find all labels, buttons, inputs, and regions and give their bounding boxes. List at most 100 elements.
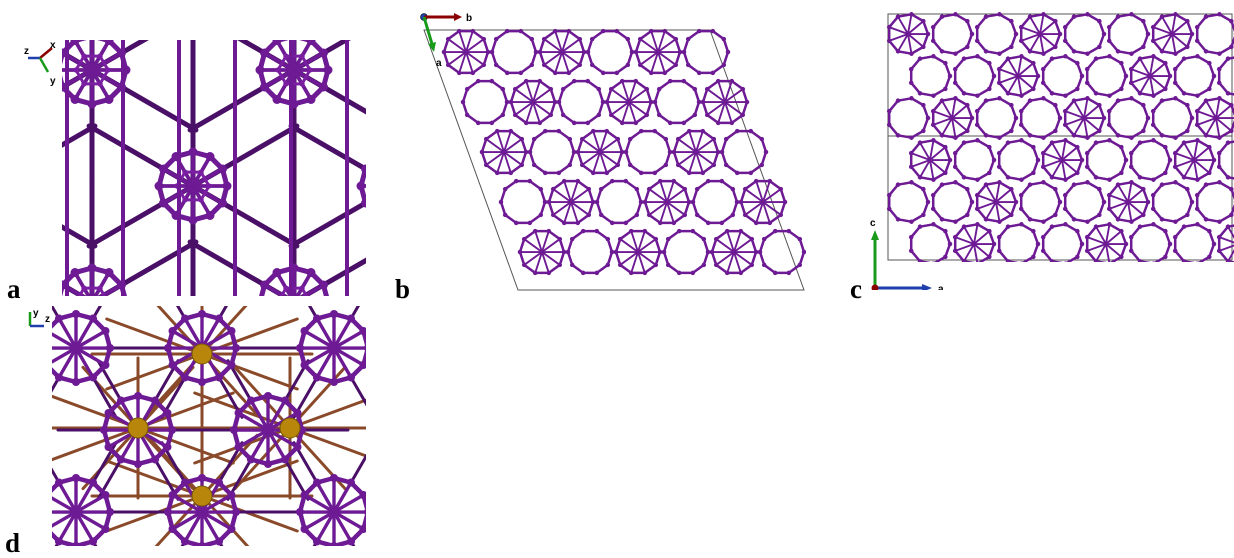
atom xyxy=(105,95,114,104)
atom xyxy=(1028,14,1033,19)
atom xyxy=(551,187,556,192)
atom xyxy=(1075,229,1080,234)
axis-label-x: x xyxy=(50,40,56,51)
atom xyxy=(532,137,537,142)
atom xyxy=(461,100,466,105)
atom xyxy=(909,51,914,56)
atom xyxy=(921,187,926,192)
atom xyxy=(975,39,980,44)
atom xyxy=(296,508,304,516)
atom xyxy=(1019,54,1024,59)
atom xyxy=(81,81,86,86)
atom xyxy=(1212,74,1217,79)
atom xyxy=(1075,61,1080,66)
atom xyxy=(330,310,338,318)
atom xyxy=(595,229,600,234)
atom xyxy=(672,179,677,184)
atom xyxy=(1129,151,1134,156)
atom xyxy=(1072,98,1077,103)
atom xyxy=(921,103,926,108)
atom xyxy=(1151,123,1156,128)
atom xyxy=(307,95,316,104)
atom xyxy=(1182,224,1187,229)
atom xyxy=(1116,98,1121,103)
atom xyxy=(1195,93,1200,98)
atom xyxy=(1102,200,1107,205)
atom xyxy=(1031,229,1036,234)
atom xyxy=(931,177,936,182)
atom xyxy=(524,121,529,126)
atom xyxy=(687,171,692,176)
atom xyxy=(533,229,538,234)
atom xyxy=(1075,255,1080,260)
atom xyxy=(553,71,558,76)
atom xyxy=(1031,171,1036,176)
atom xyxy=(997,235,1002,240)
atom xyxy=(1141,213,1146,218)
bond xyxy=(291,126,366,186)
atom xyxy=(522,237,527,242)
atom xyxy=(72,310,80,318)
atom xyxy=(1217,81,1222,86)
atom xyxy=(975,25,980,30)
atom xyxy=(1019,207,1024,212)
atom xyxy=(1097,103,1102,108)
atom xyxy=(1028,98,1033,103)
atom xyxy=(1160,217,1165,222)
atom xyxy=(1151,39,1156,44)
atom xyxy=(1207,255,1212,260)
atom xyxy=(1116,217,1121,222)
atom xyxy=(232,508,240,516)
atom xyxy=(1063,109,1068,114)
atom xyxy=(712,137,717,142)
atom xyxy=(1107,222,1112,227)
axis-label-y: y xyxy=(50,76,56,87)
atom xyxy=(330,474,338,482)
atom xyxy=(590,37,595,42)
atom xyxy=(653,129,658,134)
atom xyxy=(484,137,489,142)
atom xyxy=(206,183,211,188)
atom xyxy=(1129,12,1134,17)
atom xyxy=(561,113,566,118)
atom xyxy=(962,175,967,180)
atom xyxy=(55,373,63,381)
atom xyxy=(273,268,282,277)
atom xyxy=(518,250,523,255)
atom xyxy=(198,197,203,202)
atom xyxy=(1190,116,1195,121)
atom xyxy=(1028,133,1033,138)
atom xyxy=(931,109,936,114)
atom xyxy=(101,361,109,369)
atom xyxy=(581,271,586,276)
atom xyxy=(72,378,80,386)
panel-d-svg xyxy=(52,306,366,546)
atom xyxy=(691,271,696,276)
atom xyxy=(1058,32,1063,37)
atom xyxy=(1163,87,1168,92)
atom xyxy=(330,378,338,386)
atom xyxy=(1085,81,1090,86)
atom xyxy=(514,221,519,226)
atom xyxy=(750,237,755,242)
atom xyxy=(1204,98,1209,103)
atom xyxy=(984,14,989,19)
atom xyxy=(1141,103,1146,108)
atom xyxy=(522,263,527,268)
atom xyxy=(948,158,953,163)
atom xyxy=(1129,249,1134,254)
atom xyxy=(163,443,171,451)
atom xyxy=(616,163,621,168)
atom xyxy=(975,123,980,128)
atom xyxy=(1151,177,1156,182)
atom xyxy=(1173,235,1178,240)
atom xyxy=(587,187,592,192)
atom xyxy=(682,121,687,126)
atom xyxy=(639,171,644,176)
atom xyxy=(1182,91,1187,96)
atom xyxy=(1163,255,1168,260)
axis-label-z: z xyxy=(24,46,29,57)
atom xyxy=(547,271,552,276)
atom xyxy=(1212,242,1217,247)
atom xyxy=(921,19,926,24)
